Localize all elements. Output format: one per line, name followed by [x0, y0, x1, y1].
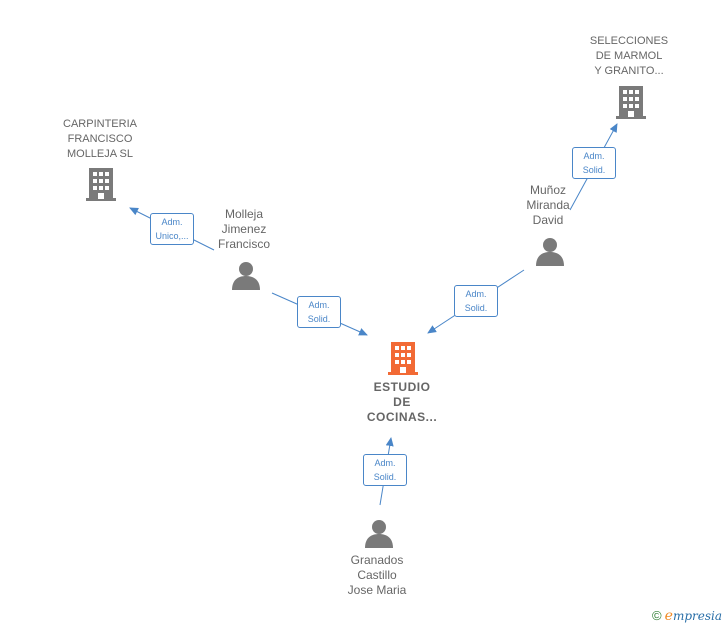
node-label-selecciones[interactable]: SELECCIONES DE MARMOL Y GRANITO... [589, 35, 669, 77]
brand-name: mpresia [672, 609, 722, 623]
edge-label-granados-center[interactable]: Adm. Solid. [363, 454, 407, 486]
node-label-molleja[interactable]: Molleja Jimenez Francisco [217, 207, 271, 251]
person-icon[interactable] [536, 238, 564, 266]
person-icon[interactable] [365, 520, 393, 548]
building-icon[interactable] [616, 86, 646, 119]
brand-e: e [664, 608, 673, 624]
copyright-symbol: © [652, 608, 662, 623]
building-icon[interactable] [86, 168, 116, 201]
node-label-carpinteria[interactable]: CARPINTERIA FRANCISCO MOLLEJA SL [63, 118, 137, 160]
edge-label-molleja-center[interactable]: Adm. Solid. [297, 296, 341, 328]
building-icon-center[interactable] [388, 342, 418, 375]
edge-label-munoz-selecciones[interactable]: Adm. Solid. [572, 147, 616, 179]
node-label-granados[interactable]: Granados Castillo Jose Maria [347, 553, 407, 597]
node-label-center[interactable]: ESTUDIO DE COCINAS... [366, 380, 438, 424]
person-icon[interactable] [232, 262, 260, 290]
empresia-logo: ©empresia [652, 608, 722, 624]
node-label-munoz[interactable]: Muñoz Miranda David [526, 183, 570, 227]
edge-label-munoz-center[interactable]: Adm. Solid. [454, 285, 498, 317]
edge-label-molleja-carpinteria[interactable]: Adm. Unico,... [150, 213, 194, 245]
